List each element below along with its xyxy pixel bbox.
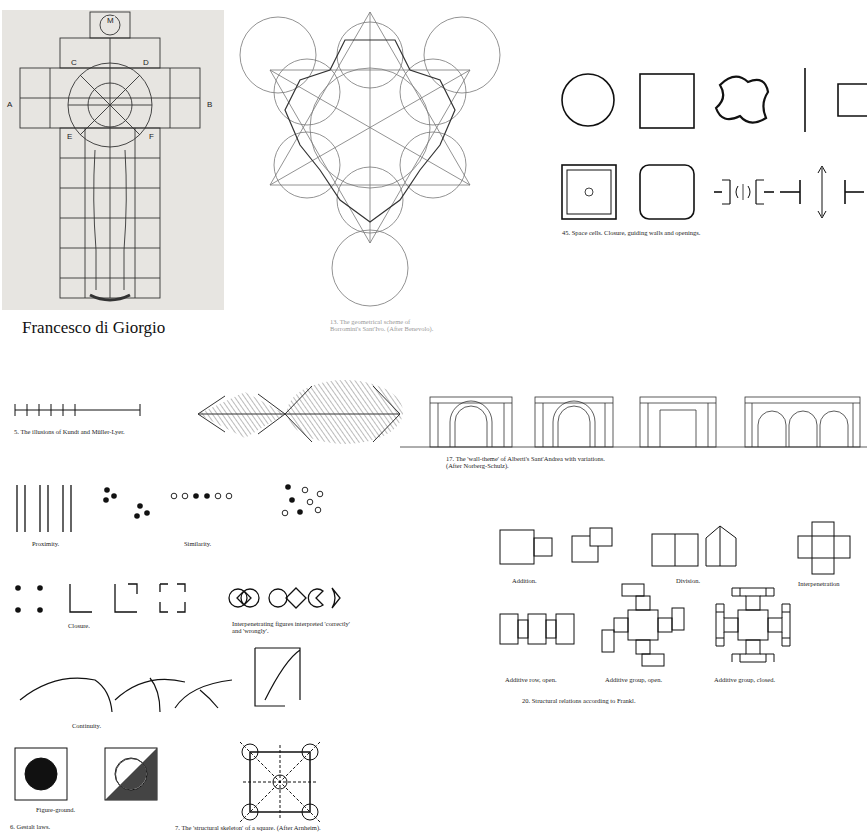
- caption-text: Division.: [676, 577, 700, 584]
- caption-text: Figure-ground.: [36, 806, 75, 813]
- drawing-letter: E: [66, 132, 73, 141]
- kundt-illusion: [15, 404, 140, 416]
- caption-text: Additive group, open.: [605, 676, 662, 683]
- caption-text: Addition.: [512, 577, 537, 584]
- caption-text: 7. The 'structural skeleton' of a square…: [175, 824, 321, 831]
- caption-text: Continuity.: [72, 722, 101, 729]
- caption-text: Proximity.: [32, 540, 59, 547]
- caption-text: Interpenetrating figures interpreted 'co…: [232, 620, 352, 635]
- wall-theme: [400, 397, 867, 447]
- gestalt-closure: [15, 584, 340, 613]
- muller-lyer-illusion: [198, 380, 403, 444]
- caption-text: 20. Structural relations according to Fr…: [522, 697, 636, 704]
- caption-text: Interpenetration: [798, 580, 840, 587]
- caption-text: 6. Gestalt laws.: [10, 823, 50, 830]
- drawing-letter: D: [142, 58, 150, 67]
- frankl-relations: [500, 522, 850, 666]
- drawing-letter: M: [106, 16, 115, 25]
- drawing-letter: F: [148, 132, 155, 141]
- arnheim-square: [240, 742, 320, 822]
- caption-text: Additive group, closed.: [714, 676, 775, 683]
- gestalt-proximity-similarity: [17, 484, 323, 532]
- gestalt-figure-ground: [15, 748, 157, 800]
- caption-text: Closure.: [68, 622, 90, 629]
- gestalt-continuity: [20, 648, 300, 712]
- caption-text: 13. The geometrical scheme of Borromini'…: [330, 318, 440, 333]
- caption-text: 45. Space cells. Closure, guiding walls …: [562, 229, 722, 236]
- drawing-letter: B: [206, 100, 213, 109]
- caption-text: Additive row, open.: [505, 676, 557, 683]
- francesco-figure: [2, 10, 224, 310]
- space-cells: [562, 68, 867, 219]
- caption-text: 5. The illusions of Kundt and Müller-Lye…: [14, 428, 125, 435]
- sant-ivo-scheme: [240, 12, 500, 306]
- caption-text: Similarity.: [184, 540, 211, 547]
- figure-credit: Francesco di Giorgio: [22, 318, 165, 338]
- drawing-letter: C: [70, 58, 78, 67]
- drawing-letter: A: [6, 100, 13, 109]
- caption-text: 17. The 'wall-theme' of Alberti's Sant'A…: [446, 455, 621, 470]
